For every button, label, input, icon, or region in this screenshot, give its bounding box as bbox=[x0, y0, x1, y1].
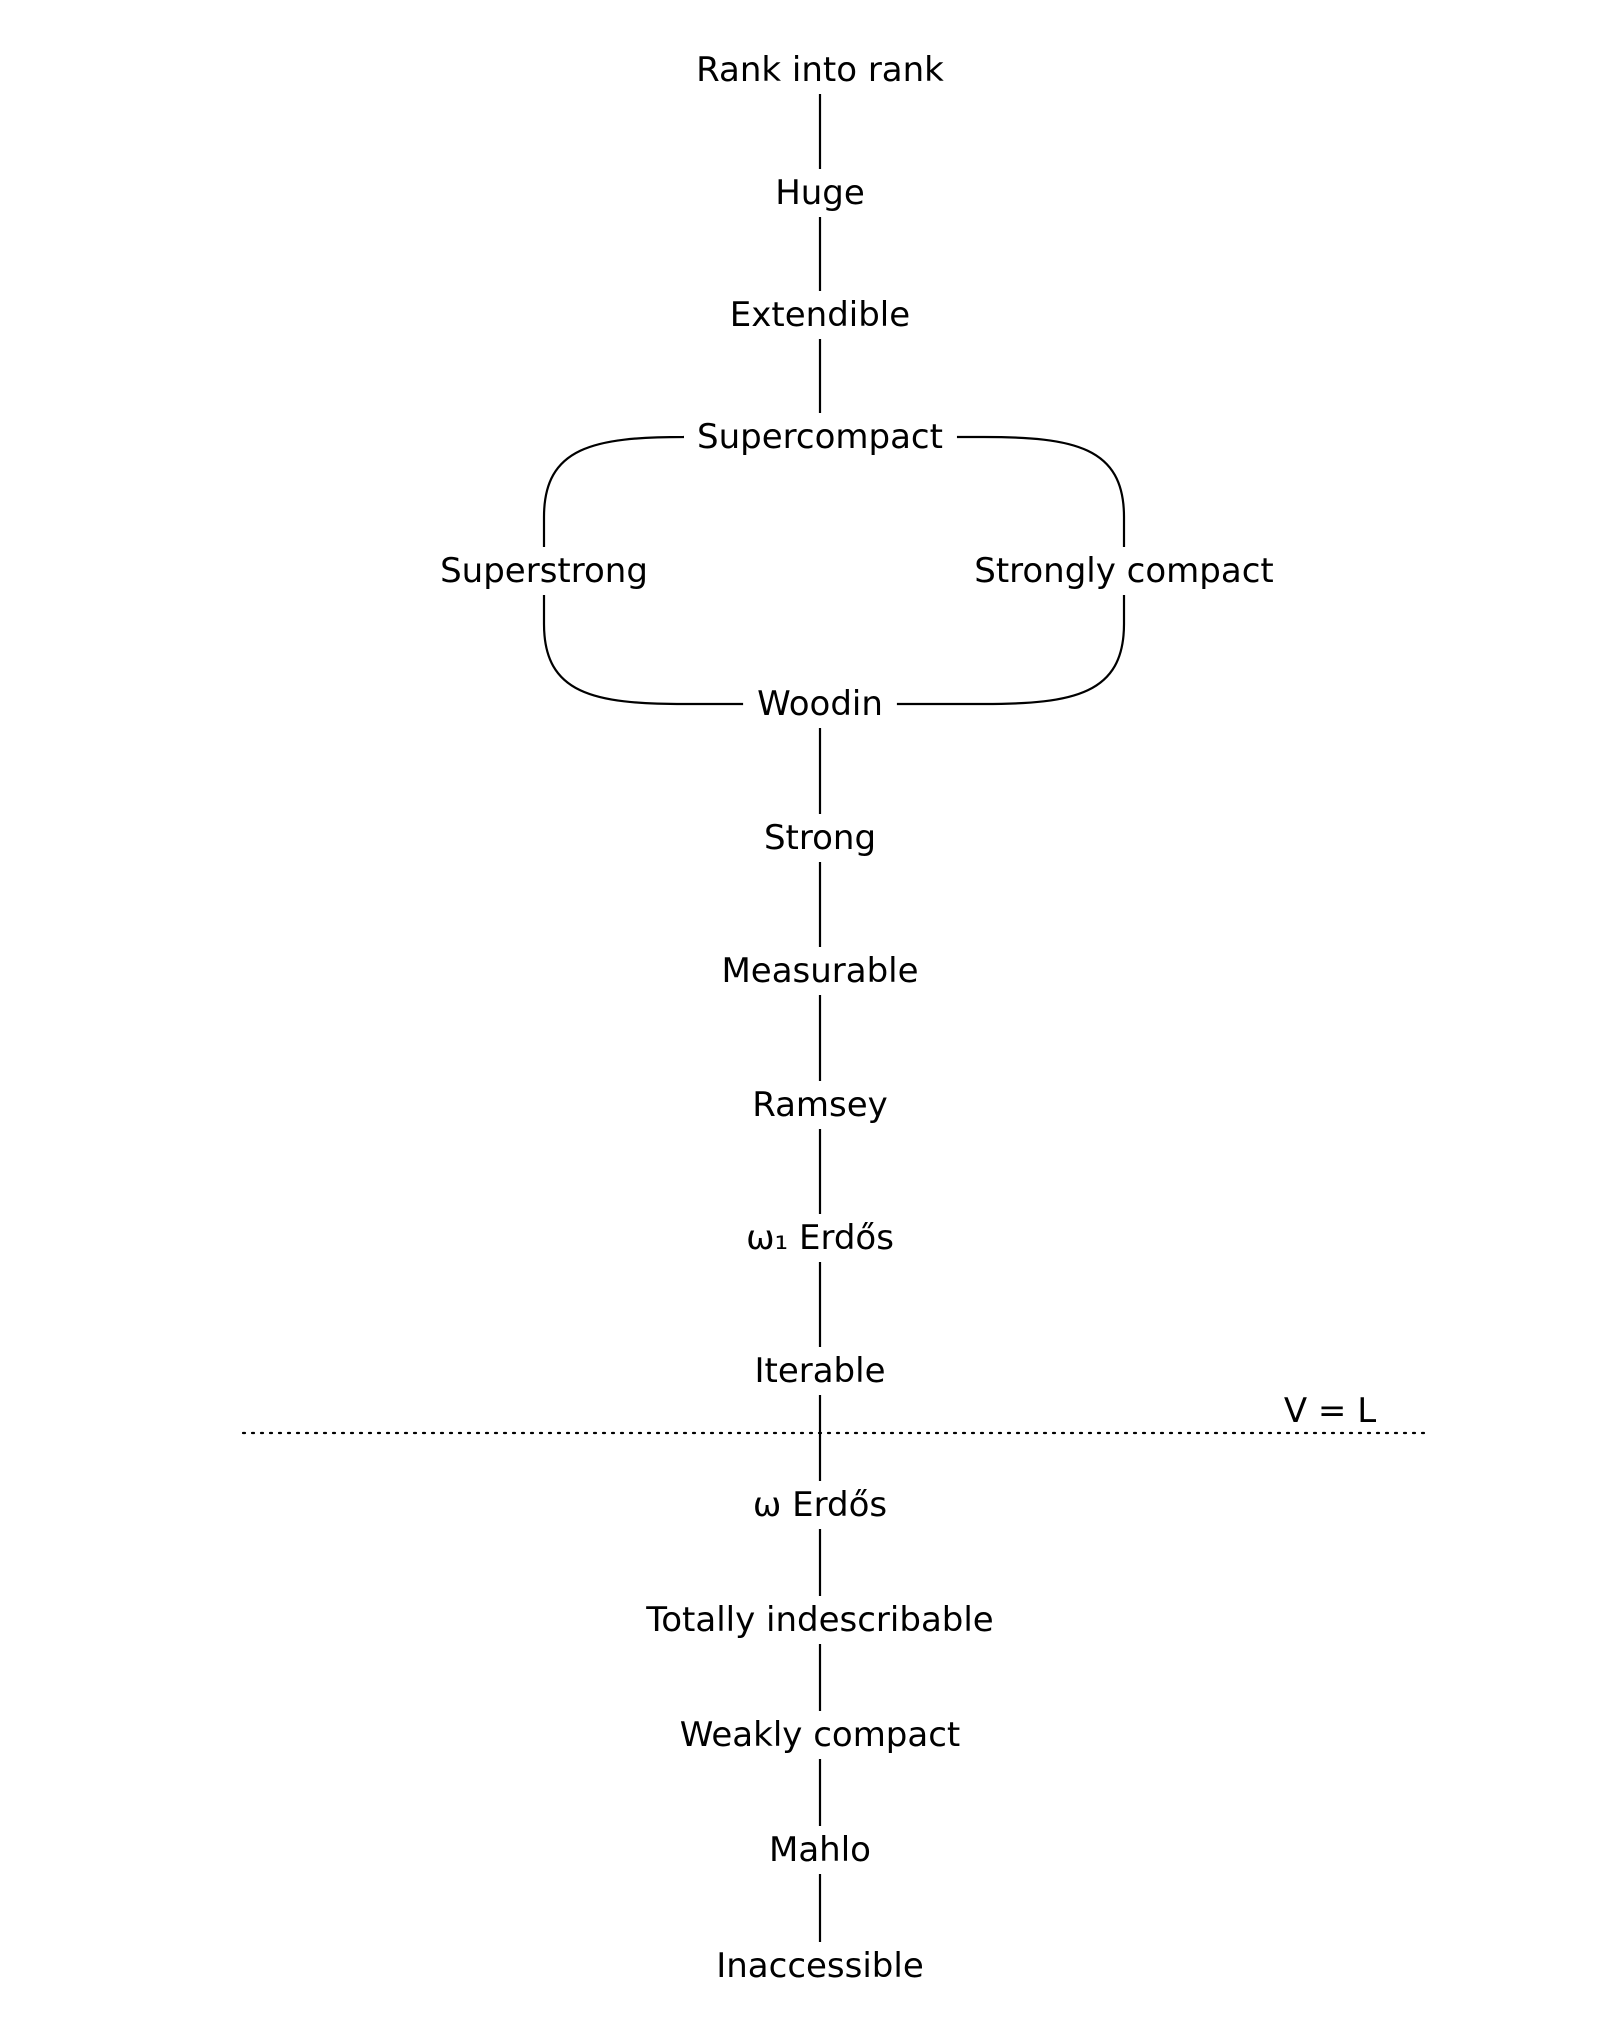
node-strong: Strong bbox=[764, 818, 876, 858]
nodes-layer: Rank into rankHugeExtendibleSupercompact… bbox=[440, 50, 1274, 1986]
node-huge: Huge bbox=[775, 173, 865, 213]
edges-layer bbox=[542, 94, 1126, 1942]
node-ramsey: Ramsey bbox=[752, 1085, 888, 1125]
edge-strongly-compact-to-woodin bbox=[896, 595, 1126, 706]
edge-supercompact-to-strongly-compact bbox=[956, 435, 1126, 547]
node-superstrong: Superstrong bbox=[440, 551, 648, 591]
node-totally-indescribable: Totally indescribable bbox=[645, 1600, 993, 1640]
node-measurable: Measurable bbox=[721, 951, 918, 991]
node-iterable: Iterable bbox=[754, 1351, 885, 1391]
node-weakly-compact: Weakly compact bbox=[680, 1715, 961, 1755]
node-woodin: Woodin bbox=[757, 684, 883, 724]
node-extendible: Extendible bbox=[730, 295, 910, 335]
node-omega-erdos: ω Erdős bbox=[753, 1485, 887, 1525]
v-equals-l-divider: V = L bbox=[241, 1391, 1430, 1435]
node-omega1-erdos: ω₁ Erdős bbox=[746, 1218, 894, 1258]
node-inaccessible: Inaccessible bbox=[716, 1946, 924, 1986]
node-mahlo: Mahlo bbox=[769, 1830, 871, 1870]
node-rank-into-rank: Rank into rank bbox=[696, 50, 944, 90]
node-strongly-compact: Strongly compact bbox=[974, 551, 1274, 591]
divider-label: V = L bbox=[1284, 1391, 1376, 1431]
edge-supercompact-to-superstrong bbox=[542, 435, 685, 547]
edge-superstrong-to-woodin bbox=[542, 595, 744, 706]
node-supercompact: Supercompact bbox=[697, 417, 943, 457]
